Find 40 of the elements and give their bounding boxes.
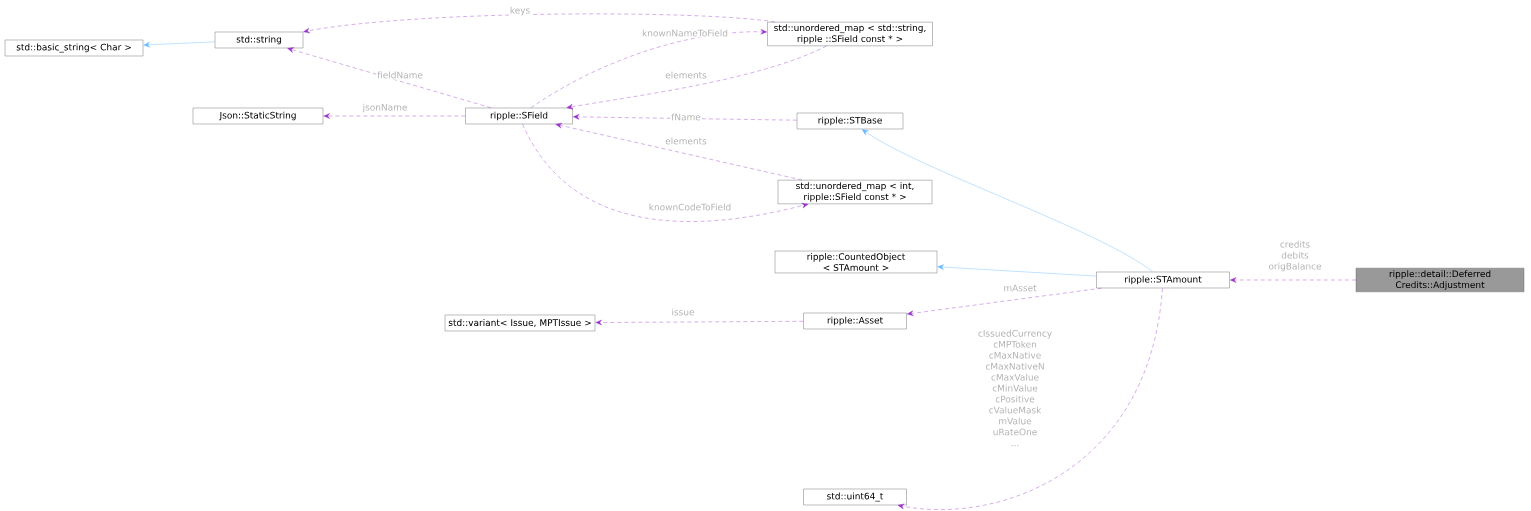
class-box: ripple::detail::Deferred Credits::Adjustment: [1355, 268, 1525, 292]
arrow: [1230, 277, 1356, 283]
edge-label: cIssuedCurrency cMPToken cMaxNative cMaxNativeN cMaxValue cMinValue cPositive cValueMask mValue uRateOne ...: [959, 328, 1071, 448]
edge-label: fName: [670, 112, 702, 122]
arrow: [287, 47, 492, 108]
edge-label: credits debits origBalance: [1259, 239, 1331, 273]
edge-label: keys: [508, 5, 532, 17]
arrow: [143, 41, 215, 48]
edge-label: elements: [664, 136, 708, 146]
class-box: ripple::SField: [465, 107, 573, 125]
arrow: [303, 13, 776, 34]
arrow: [323, 113, 466, 119]
class-box: std::unordered_map < std::string, ripple ::SField const * >: [767, 22, 933, 46]
edge-label: elements: [664, 70, 708, 80]
arrow: [566, 45, 827, 110]
edge-label: fieldName: [376, 70, 424, 80]
class-box: std::basic_string< Char >: [4, 39, 144, 57]
arrow: [555, 122, 803, 181]
arrow: [897, 288, 1163, 510]
class-box: ripple::STAmount: [1096, 271, 1230, 289]
edge-label: jsonName: [361, 102, 409, 114]
class-box: ripple::STBase: [796, 112, 904, 130]
edge-label: knownNameToField: [641, 28, 729, 38]
arrow: [937, 264, 1097, 277]
arrow: [907, 288, 1102, 316]
class-box: std::uint64_t: [803, 488, 907, 506]
class-box: std::variant< Issue, MPTIssue >: [444, 314, 596, 332]
class-box: std::string: [214, 31, 304, 49]
class-box: ripple::Asset: [803, 312, 907, 330]
arrow: [861, 129, 1153, 272]
arrow: [522, 124, 809, 222]
class-box: Json::StaticString: [192, 107, 324, 125]
arrow: [573, 114, 797, 121]
edge-label: mAsset: [1002, 283, 1038, 293]
class-box: std::unordered_map < int, ripple::SField const * >: [777, 180, 933, 204]
arrow: [595, 319, 804, 326]
class-box: ripple::CountedObject < STAmount >: [774, 250, 938, 274]
edge-label: knownCodeToField: [647, 202, 733, 212]
arrow: [530, 29, 767, 108]
edge-label: issue: [670, 307, 696, 317]
